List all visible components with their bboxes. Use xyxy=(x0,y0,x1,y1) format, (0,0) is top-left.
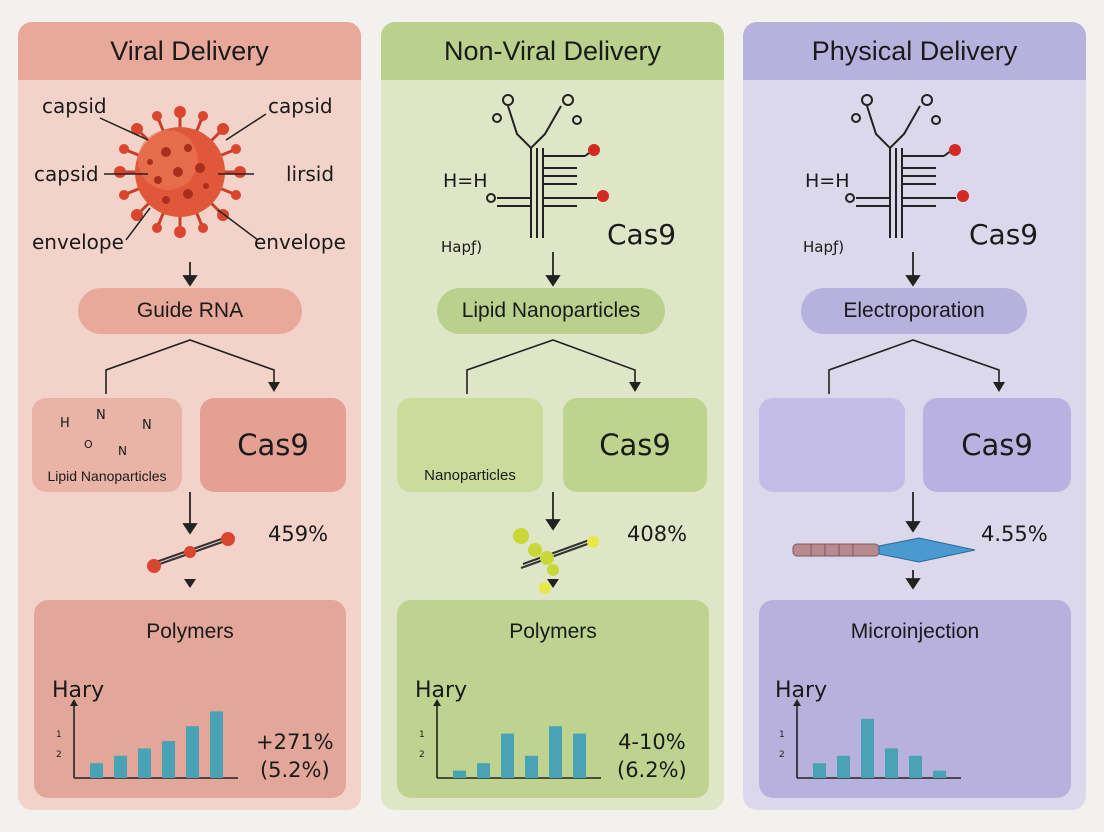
bar xyxy=(186,726,199,778)
chart-label: Hary xyxy=(52,678,105,703)
bottom-title: Polymers xyxy=(509,620,597,643)
bottom-title: Polymers xyxy=(146,620,234,643)
bottom-stat-2: (5.2%) xyxy=(259,758,330,782)
tick-1: 1 xyxy=(56,730,62,740)
y-axis-arrow xyxy=(433,699,441,706)
bottom-box-microinjection: Microinjection Hary 1 2 xyxy=(759,600,1071,798)
pill-electroporation: Electroporation xyxy=(801,288,1027,334)
bar xyxy=(114,755,127,778)
tick-1: 1 xyxy=(419,730,425,740)
virus-label-capsid-1: capsid xyxy=(42,94,107,118)
bar-chart xyxy=(793,699,961,779)
stat-mid: 459% xyxy=(268,522,329,546)
bar xyxy=(501,733,514,778)
panel-physical: Physical Delivery xyxy=(743,22,1086,810)
panel-non-viral: Non-Viral Delivery xyxy=(381,22,724,810)
box-cas9: Cas9 xyxy=(563,398,707,492)
bar xyxy=(573,733,586,778)
panel-title: Viral Delivery xyxy=(18,22,361,80)
struct-label-cas9: Cas9 xyxy=(969,218,1039,251)
virus-label-capsid-2: capsid xyxy=(268,94,333,118)
virus-label-capsid-3: capsid xyxy=(34,162,99,186)
bottom-stat-2: (6.2%) xyxy=(617,758,687,782)
nanoparticle-cluster-icon xyxy=(513,528,599,594)
box-nanoparticles: Nanoparticles xyxy=(397,398,543,492)
struct-label-hap: Hapƒ) xyxy=(441,238,483,256)
panel-title: Physical Delivery xyxy=(743,22,1086,80)
bar xyxy=(162,741,175,778)
bar xyxy=(837,755,850,778)
virus-icon xyxy=(114,106,246,238)
bottom-title: Microinjection xyxy=(850,620,980,643)
bar xyxy=(210,711,223,778)
viral-diagram-art xyxy=(69,106,280,588)
bar xyxy=(477,763,490,778)
cas9-label: Cas9 xyxy=(961,428,1033,462)
stat-mid: 408% xyxy=(627,522,688,546)
molecular-structure-icon xyxy=(851,94,956,238)
bar xyxy=(813,763,826,778)
virus-label-envelope-1: envelope xyxy=(32,230,124,254)
chart-label: Hary xyxy=(775,678,828,703)
molecule-dumbbell-icon xyxy=(147,532,235,573)
bar xyxy=(138,748,151,778)
needle-icon xyxy=(792,537,976,563)
virus-label-lirsid: lirsid xyxy=(286,162,335,186)
bar xyxy=(525,755,538,778)
bar xyxy=(885,748,898,778)
tick-2: 2 xyxy=(419,750,425,760)
bottom-box-polymers: Polymers Hary 1 2 4-10% (6.2%) xyxy=(397,600,709,798)
pill-guide-rna: Guide RNA xyxy=(78,288,302,334)
struct-label-hap: Hapƒ) xyxy=(803,238,845,256)
tick-2: 2 xyxy=(779,750,785,760)
bar-chart xyxy=(433,699,601,779)
cas9-label: Cas9 xyxy=(599,428,671,462)
box-caption: Nanoparticles xyxy=(424,467,516,484)
molecular-structure-icon xyxy=(492,94,597,238)
bar xyxy=(549,726,562,778)
pill-lipid-nanoparticles: Lipid Nanoparticles xyxy=(437,288,665,334)
chart-label: Hary xyxy=(415,678,468,703)
box-dna xyxy=(759,398,905,492)
panel-title: Non-Viral Delivery xyxy=(381,22,724,80)
mol-label-o: O xyxy=(84,438,93,451)
bar xyxy=(90,763,103,778)
bar xyxy=(933,770,946,778)
bottom-stat-1: 4-10% xyxy=(618,730,686,754)
box-cas9: Cas9 xyxy=(200,398,346,492)
bottom-box-polymers: Polymers Hary 1 2 +271% (5.2%) xyxy=(34,600,346,798)
bar-chart xyxy=(70,699,238,779)
bottom-stat: 4-10% (6.2%) xyxy=(617,728,687,784)
box-caption: Lipid Nanoparticles xyxy=(47,468,167,484)
tick-1: 1 xyxy=(779,730,785,740)
bottom-stat-1: +271% xyxy=(256,730,334,754)
y-axis-arrow xyxy=(793,699,801,706)
mol-label-n-2: N xyxy=(142,418,152,433)
bar xyxy=(909,755,922,778)
box-cas9: Cas9 xyxy=(923,398,1071,492)
struct-label-hh: H=H xyxy=(443,170,488,192)
struct-label-cas9: Cas9 xyxy=(607,218,677,251)
bar xyxy=(453,770,466,778)
bar xyxy=(861,718,874,778)
struct-label-hh: H=H xyxy=(805,170,850,192)
panel-viral: Viral Delivery xyxy=(18,22,361,810)
mol-label-h: H xyxy=(60,416,70,431)
stat-mid: 4.55% xyxy=(981,522,1048,546)
cas9-label: Cas9 xyxy=(237,428,309,462)
mol-label-n-3: N xyxy=(118,444,127,458)
bottom-stat: +271% (5.2%) xyxy=(256,728,334,784)
tick-2: 2 xyxy=(56,750,62,760)
y-axis-arrow xyxy=(70,699,78,706)
virus-label-envelope-2: envelope xyxy=(254,230,346,254)
box-lipid-nanoparticles: H N O N N Lipid Nanoparticles xyxy=(32,398,182,492)
mol-label-n: N xyxy=(96,408,106,423)
